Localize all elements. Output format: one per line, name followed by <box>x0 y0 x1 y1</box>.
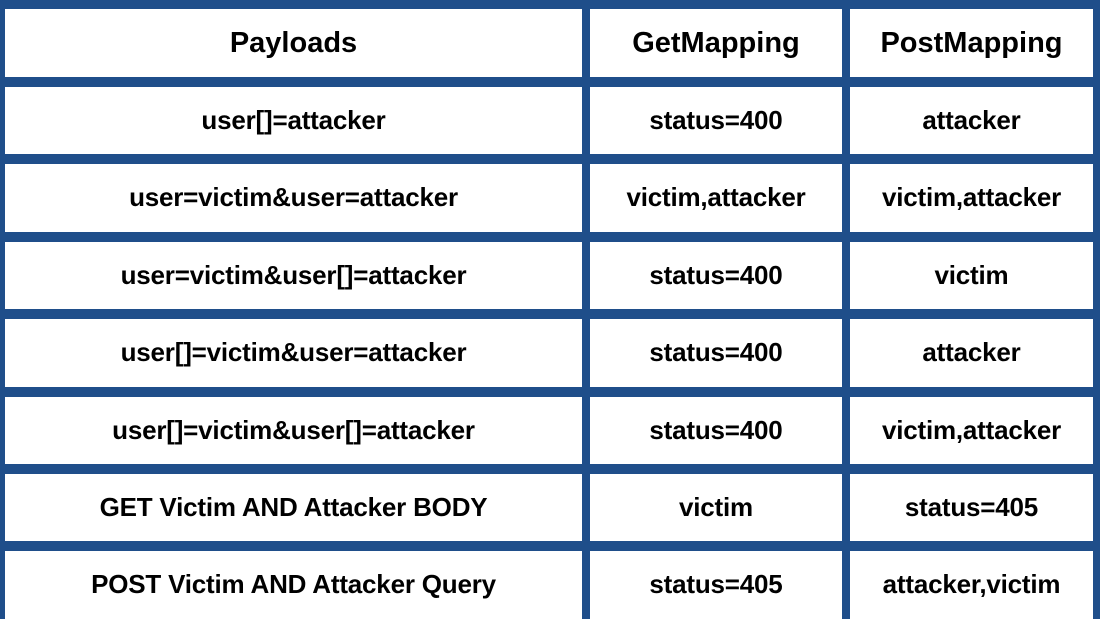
column-header-getmapping: GetMapping <box>589 8 843 78</box>
cell-postmapping: victim,attacker <box>849 163 1094 233</box>
cell-getmapping: status=400 <box>589 318 843 388</box>
table-row: user=victim&user=attacker victim,attacke… <box>4 159 1096 237</box>
table-row: user[]=victim&user=attacker status=400 a… <box>4 314 1096 392</box>
cell-postmapping: attacker <box>849 86 1094 156</box>
cell-getmapping: victim <box>589 472 843 543</box>
table-row: POST Victim AND Attacker Query status=40… <box>4 546 1096 619</box>
cell-postmapping: victim,attacker <box>849 395 1094 465</box>
table-header-row: Payloads GetMapping PostMapping <box>4 4 1096 82</box>
cell-getmapping: victim,attacker <box>589 163 843 233</box>
column-header-payloads: Payloads <box>4 8 583 78</box>
cell-payload: user[]=victim&user=attacker <box>4 318 583 388</box>
cell-postmapping: status=405 <box>849 472 1094 543</box>
cell-getmapping: status=405 <box>589 550 843 619</box>
cell-getmapping: status=400 <box>589 240 843 311</box>
cell-payload: GET Victim AND Attacker BODY <box>4 472 583 543</box>
column-header-postmapping: PostMapping <box>849 8 1094 78</box>
cell-payload: POST Victim AND Attacker Query <box>4 550 583 619</box>
table-row: user[]=victim&user[]=attacker status=400… <box>4 391 1096 469</box>
table-row: user=victim&user[]=attacker status=400 v… <box>4 236 1096 315</box>
cell-payload: user=victim&user[]=attacker <box>4 240 583 311</box>
cell-payload: user[]=victim&user[]=attacker <box>4 395 583 465</box>
cell-payload: user[]=attacker <box>4 86 583 156</box>
table-row: GET Victim AND Attacker BODY victim stat… <box>4 468 1096 547</box>
cell-getmapping: status=400 <box>589 86 843 156</box>
cell-payload: user=victim&user=attacker <box>4 163 583 233</box>
cell-postmapping: victim <box>849 240 1094 311</box>
cell-getmapping: status=400 <box>589 395 843 465</box>
table-row: user[]=attacker status=400 attacker <box>4 82 1096 160</box>
cell-postmapping: attacker,victim <box>849 550 1094 619</box>
cell-postmapping: attacker <box>849 318 1094 388</box>
